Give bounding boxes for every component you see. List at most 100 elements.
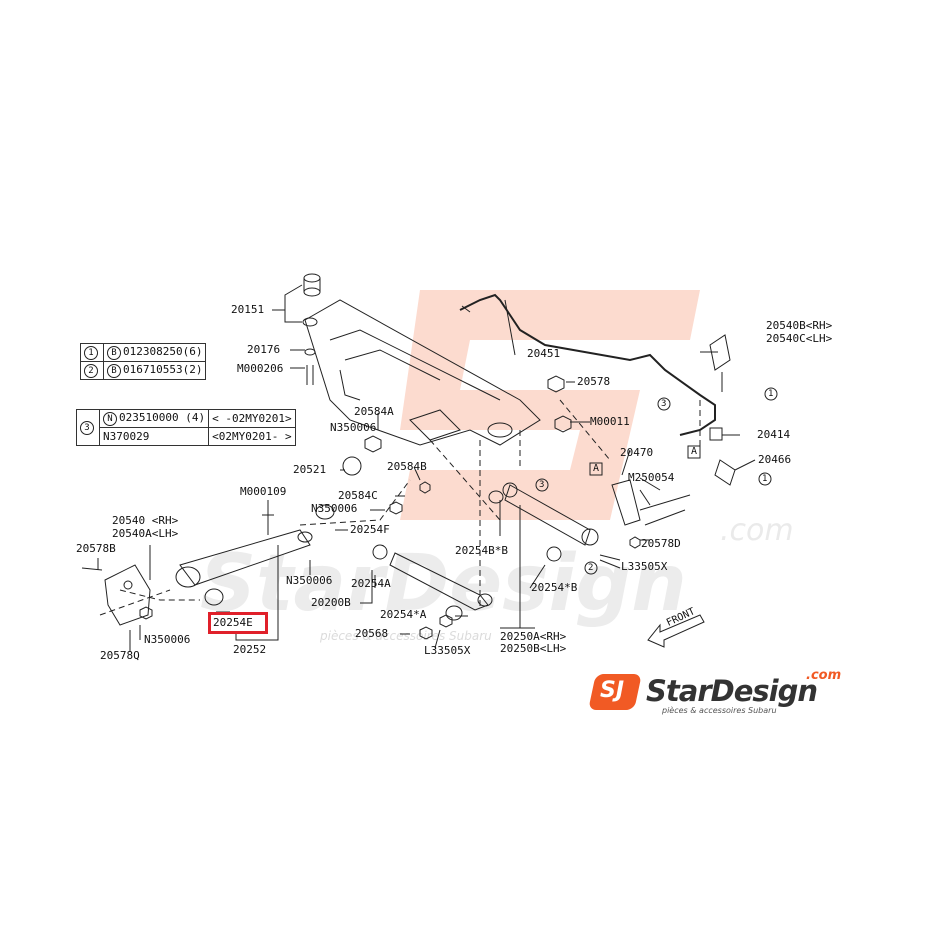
circle-number: 2 (84, 364, 98, 378)
part-label-20540B-RH: 20540B<RH> (766, 319, 833, 332)
callout-circles (535, 387, 778, 575)
part-label-20254starB: 20254*B (531, 581, 578, 594)
part-label-M00011: M00011 (590, 415, 630, 428)
part-label-20540A-LH: 20540A<LH> (112, 527, 179, 540)
bushing-20254F (315, 504, 335, 520)
part-label-20151: 20151 (231, 303, 265, 316)
part-label-20254F: 20254F (350, 523, 390, 536)
part-label-M250054: M250054 (628, 471, 675, 484)
logo-name: StarDesign (646, 674, 818, 708)
part-label-N350006-left: N350006 (286, 574, 333, 587)
part-label-20414: 20414 (757, 428, 791, 441)
part-number: 012308250(6) (123, 345, 203, 358)
table-cell: 3 (76, 409, 100, 446)
part-label-L33505X-right: L33505X (621, 560, 668, 573)
circle-number: 1 (84, 346, 98, 360)
part-label-20584C: 20584C (338, 489, 378, 502)
highlight-box (208, 612, 268, 634)
part-label-M000206: M000206 (237, 362, 284, 375)
part-label-20254E: 20254E (213, 616, 253, 629)
watermark-logo-shape (400, 290, 700, 520)
model-year-range: < -02MY0201> (212, 412, 292, 425)
code-letter: B (107, 346, 121, 360)
rear-link (611, 479, 691, 526)
part-label-20521: 20521 (293, 463, 327, 476)
part-label-20540-RH: 20540 <RH> (112, 514, 179, 527)
part-label-20200B: 20200B (311, 596, 351, 609)
part-label-20176: 20176 (247, 343, 281, 356)
table-row: N370029 <02MY0201- > (77, 427, 296, 446)
part-label-20254BstarB: 20254B*B (455, 544, 508, 557)
part-label-N350006-mid: N350006 (311, 502, 358, 515)
part-label-20568: 20568 (355, 627, 389, 640)
leader-lines (97, 284, 756, 652)
trailing-link-bracket (104, 564, 151, 626)
table-cell: < -02MY0201> (208, 409, 296, 428)
logo-tld: .com (806, 668, 842, 683)
circle-number: 3 (80, 421, 94, 435)
stabilizer-bar (459, 293, 716, 436)
brand-logo: SJ StarDesign .com pièces & accessoires … (588, 668, 852, 718)
table-cell: 2 (80, 361, 104, 380)
callout-2-number: 2 (588, 563, 594, 573)
part-label-20578: 20578 (577, 375, 611, 388)
part-label-20578B: 20578B (76, 542, 116, 555)
model-year-range: <02MY0201- > (212, 430, 292, 443)
trailing-link (175, 529, 313, 606)
front-arrow (647, 614, 705, 648)
code-letter: B (107, 364, 121, 378)
callout-3-number-b: 3 (539, 480, 545, 490)
leader-dashes (99, 399, 701, 616)
part-label-20250B-LH: 20250B<LH> (500, 642, 567, 655)
part-label-20466: 20466 (758, 453, 792, 466)
callout-1-number-b: 1 (762, 474, 768, 484)
box-a-label: A (593, 463, 600, 474)
part-label-20470: 20470 (620, 446, 654, 459)
part-label-20578D: 20578D (641, 537, 681, 550)
part-label-20451: 20451 (527, 347, 561, 360)
logo-mark: SJ (600, 678, 625, 703)
lateral-link (372, 482, 599, 621)
fasteners (81, 375, 651, 650)
watermark-tagline: pièces & accessoires Subaru (319, 629, 492, 643)
mount-bushing (303, 273, 321, 385)
logo-tagline: pièces & accessoires Subaru (662, 706, 777, 715)
part-label-20250A-RH: 20250A<RH> (500, 630, 567, 643)
table-cell: N370029 (98, 427, 210, 446)
part-label-N350006-bottom: N350006 (144, 633, 191, 646)
part-number: 023510000 (4) (119, 411, 206, 424)
stabilizer-bracket (709, 334, 736, 486)
part-number: N370029 (103, 430, 150, 443)
part-label-20254A: 20254A (351, 577, 391, 590)
part-label-L33505X-bottom: L33505X (424, 644, 471, 657)
callout-3-number: 3 (661, 399, 667, 409)
part-label-20252: 20252 (233, 643, 267, 656)
table-cell: <02MY0201- > (208, 427, 296, 446)
box-a-label-b: A (691, 446, 698, 457)
bump-stop (342, 456, 362, 476)
part-number: 016710553(2) (123, 363, 203, 376)
part-label-20540C-LH: 20540C<LH> (766, 332, 833, 345)
part-label-20584B: 20584B (387, 460, 427, 473)
watermark-text: StarDesign (200, 539, 687, 629)
part-label-20578Q: 20578Q (100, 649, 140, 662)
part-label-20254starA: 20254*A (380, 608, 427, 621)
callout-1-number: 1 (768, 389, 774, 399)
part-label-N350006-top: N350006 (330, 421, 377, 434)
watermark-tld: .com (720, 513, 794, 548)
table-cell: 1 (80, 343, 104, 362)
code-letter: N (103, 412, 117, 426)
part-label-20584A: 20584A (354, 405, 394, 418)
part-label-M000109: M000109 (240, 485, 287, 498)
